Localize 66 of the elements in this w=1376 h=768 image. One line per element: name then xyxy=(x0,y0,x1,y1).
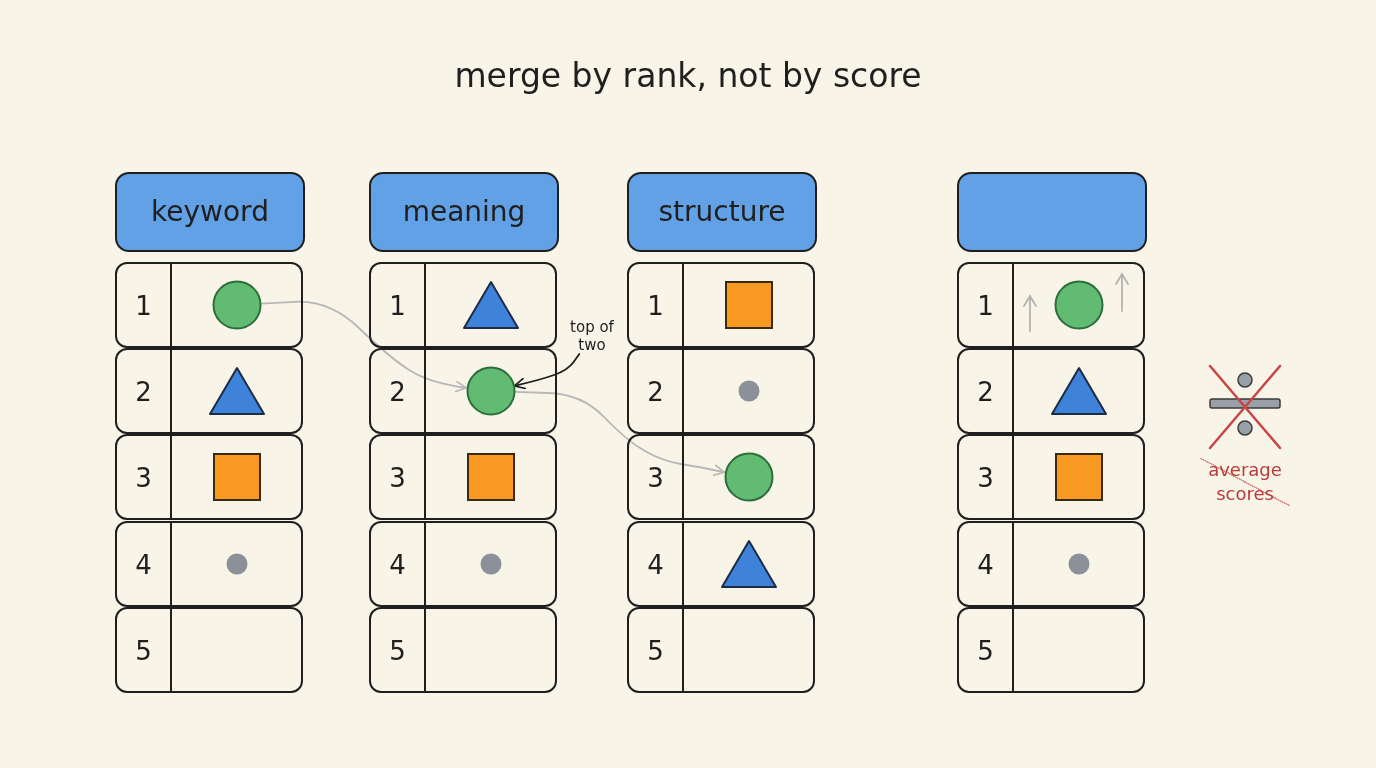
list-row xyxy=(369,520,557,607)
dot-icon xyxy=(479,552,502,575)
list-row xyxy=(369,348,557,435)
rank-number: 3 xyxy=(389,465,406,492)
rank-number: 1 xyxy=(135,293,152,319)
square-icon xyxy=(466,453,515,502)
rank-number: 2 xyxy=(389,379,406,406)
list-row xyxy=(115,348,303,435)
list-row xyxy=(627,606,815,693)
empty-header-box xyxy=(957,172,1147,252)
dot-icon xyxy=(225,552,248,575)
rank-number: 3 xyxy=(977,465,994,492)
rank-number: 3 xyxy=(647,465,664,492)
list-row xyxy=(369,262,557,348)
flow-arrow xyxy=(260,300,468,393)
triangle-icon xyxy=(207,366,266,417)
rank-number: 4 xyxy=(389,551,406,578)
list-row xyxy=(115,434,303,521)
rank-number: 4 xyxy=(977,551,994,578)
square-icon xyxy=(1054,453,1103,502)
circle-icon xyxy=(723,452,774,503)
list-row xyxy=(957,434,1145,521)
rank-number: 1 xyxy=(977,293,994,319)
list-row xyxy=(115,262,303,348)
list-row xyxy=(957,348,1145,435)
circle-icon xyxy=(211,280,262,330)
square-icon xyxy=(212,453,261,502)
rank-number: 5 xyxy=(977,637,994,664)
list-row xyxy=(369,606,557,693)
rank-number: 2 xyxy=(977,379,994,406)
flow-arrow xyxy=(514,391,726,476)
dot-icon xyxy=(1067,552,1090,575)
list-row xyxy=(115,520,303,607)
column-header: keyword xyxy=(115,172,305,252)
list-row xyxy=(957,520,1145,607)
list-row xyxy=(627,348,815,435)
column-header: structure xyxy=(627,172,817,252)
triangle-icon xyxy=(461,280,520,330)
square-icon xyxy=(724,281,773,329)
list-row xyxy=(957,606,1145,693)
annotation-note: top of two xyxy=(556,318,628,354)
rank-number: 4 xyxy=(135,551,152,578)
rank-number: 4 xyxy=(647,551,664,578)
triangle-icon xyxy=(719,538,778,589)
dot-icon xyxy=(737,380,760,403)
rank-number: 5 xyxy=(135,637,152,664)
diagram-title: merge by rank, not by score xyxy=(454,56,922,96)
struck-out-note: average scores xyxy=(1200,458,1290,506)
rank-number: 2 xyxy=(647,379,664,406)
rank-number: 5 xyxy=(389,637,406,664)
list-row xyxy=(369,434,557,521)
rank-number: 1 xyxy=(389,293,406,319)
list-row xyxy=(627,520,815,607)
rank-number: 3 xyxy=(135,465,152,492)
column-header: meaning xyxy=(369,172,559,252)
rank-number: 1 xyxy=(647,293,664,319)
circle-icon xyxy=(1053,280,1104,330)
circle-icon xyxy=(465,366,516,417)
list-row xyxy=(115,606,303,693)
list-row xyxy=(627,262,815,348)
rank-number: 5 xyxy=(647,637,664,664)
list-row xyxy=(957,262,1145,348)
triangle-icon xyxy=(1049,366,1108,417)
leader-arrow xyxy=(513,353,581,390)
list-row xyxy=(627,434,815,521)
rank-number: 2 xyxy=(135,379,152,406)
